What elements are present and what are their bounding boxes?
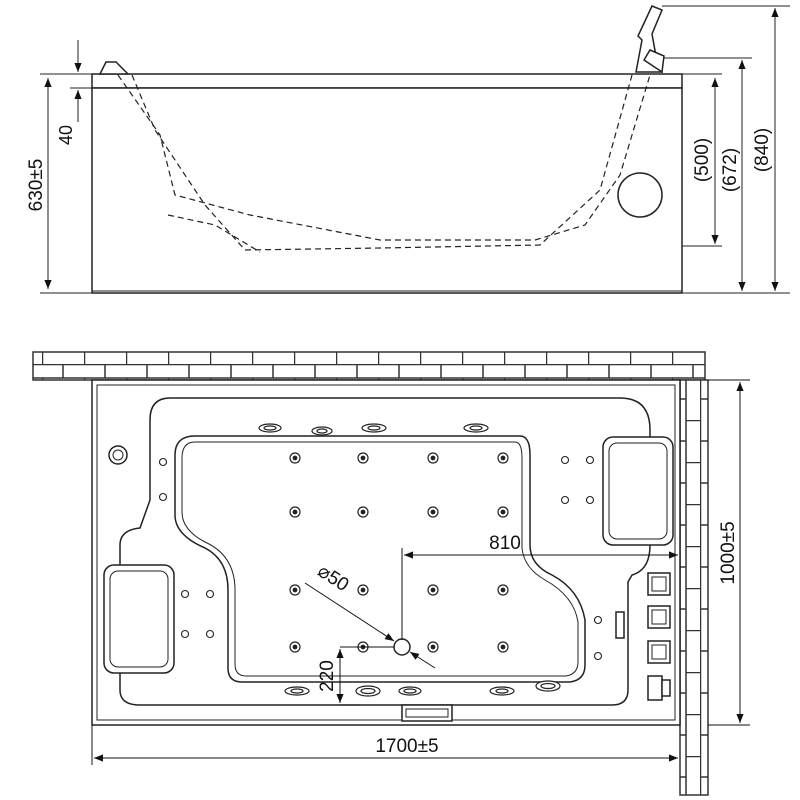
jet-icon [489,686,515,696]
side-jet-icon [180,629,190,639]
jet-icon [463,423,489,433]
side-view-apron [91,87,683,294]
dim-drain-offset-x: 810 [489,533,521,554]
inner-profile-dashed [117,74,651,253]
tub-outline [91,379,681,726]
floor-nozzles [289,452,509,653]
control-button-2 [647,605,671,629]
top-view-dimensions [91,379,750,765]
side-jet-icon [180,589,190,599]
dim-height-mid: (672) [720,148,741,192]
side-jet-icon [205,629,215,639]
side-jet-icon [560,455,570,465]
jet-icon [311,426,333,436]
nozzle-icon [427,506,439,518]
nozzle-icon [289,506,301,518]
side-view [40,5,790,294]
side-jet-icon [593,615,603,625]
drain-icon [393,638,411,656]
dim-length: 1700±5 [375,736,438,757]
faucet-icon [635,5,665,74]
side-jet-icon [585,455,595,465]
jet-icon [355,685,381,697]
nozzle-icon [497,641,509,653]
nozzle-icon [427,584,439,596]
jet-icon [535,680,561,692]
nozzle-icon [497,452,509,464]
rim-fitting-icon [98,61,130,75]
jet-icon [398,686,422,696]
brick-wall-right [679,379,709,796]
side-jets [158,455,603,661]
dim-drain-offset-y: 220 [317,660,338,692]
nozzle-icon [357,452,369,464]
nozzle-icon [427,641,439,653]
nozzle-icon [289,584,301,596]
side-jet-icon [560,495,570,505]
dim-height-total: 630±5 [26,159,47,212]
nozzle-icon [427,452,439,464]
nozzle-icon [357,506,369,518]
headrest-right-icon [602,436,674,546]
side-jet-icon [205,589,215,599]
tub-basin [174,435,586,683]
jet-icon [361,423,387,433]
dim-water-level: (500) [692,138,713,182]
nozzle-icon [289,641,301,653]
jet-icon [258,423,282,433]
side-view-rim [91,73,683,89]
side-drain-icon [617,172,663,218]
side-jet-icon [158,457,168,467]
nozzle-icon [357,584,369,596]
control-button-1 [647,572,671,596]
headrest-left-icon [103,564,175,674]
jet-icon [284,686,310,696]
side-jet-icon [585,495,595,505]
dim-height-max: (840) [752,128,773,172]
side-jet-icon [158,492,168,502]
nozzle-icon [497,506,509,518]
display-slot [615,611,625,639]
control-knob [647,675,663,701]
control-button-3 [647,640,671,664]
overflow-icon [108,445,128,465]
back-jets [258,423,561,697]
top-view [91,379,681,726]
nozzle-icon [497,584,509,596]
brick-wall-top [32,351,706,381]
dim-rim: 40 [56,125,76,145]
drain-plate-icon [401,704,453,722]
control-panel [615,572,671,701]
side-jet-icon [593,651,603,661]
dim-width: 1000±5 [718,521,739,584]
nozzle-icon [289,452,301,464]
